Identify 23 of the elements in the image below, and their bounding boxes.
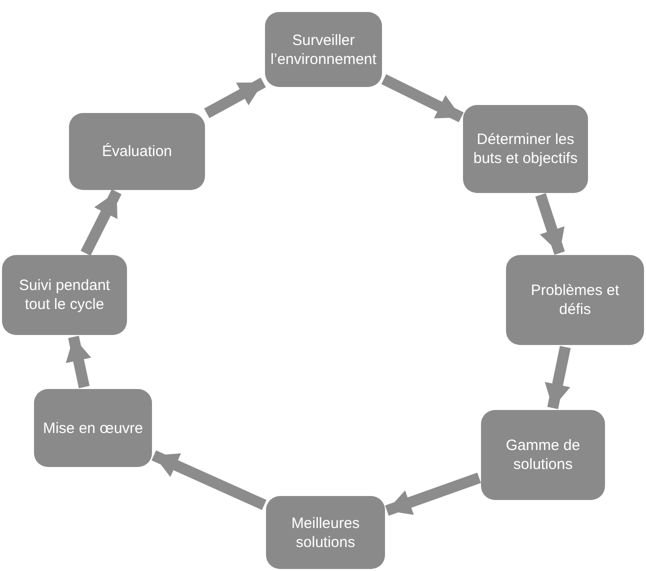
process-box: [2, 255, 127, 335]
arrow: [80, 189, 122, 256]
arrow: [535, 193, 565, 255]
box-label: Problèmes et défis: [530, 281, 620, 319]
arrow: [204, 78, 266, 118]
box-label: Gamme de solutions: [504, 436, 582, 474]
process-box: [34, 389, 152, 467]
arrow: [152, 450, 266, 510]
arrow: [544, 346, 571, 410]
box-label: Surveiller l’environnement: [270, 30, 376, 68]
process-box: [265, 12, 382, 87]
box-label: Déterminer les buts et objectifs: [472, 130, 579, 168]
process-box: [266, 496, 385, 569]
process-box: [506, 255, 644, 345]
box-label: Évaluation: [102, 142, 172, 161]
process-box: [69, 113, 205, 190]
process-box: [481, 410, 605, 500]
box-label: Suivi pendant tout le cycle: [18, 276, 111, 314]
arrow: [385, 472, 481, 516]
box-label: Meilleures solutions: [290, 514, 361, 552]
box-label: Mise en œuvre: [42, 418, 144, 438]
process-box: [463, 105, 588, 193]
arrow: [381, 74, 464, 122]
